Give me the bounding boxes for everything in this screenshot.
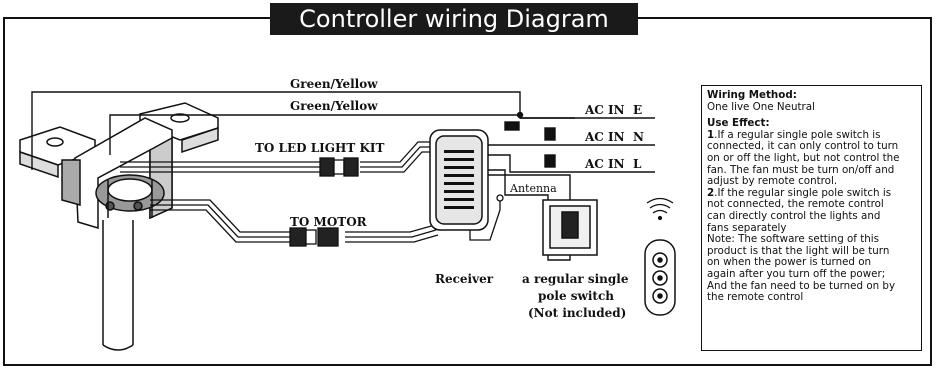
note-line: the remote control	[707, 291, 804, 304]
point-1-line: adjust by remote control.	[707, 175, 838, 188]
ac-input-lines	[485, 117, 655, 261]
switch-label-line2: pole switch	[538, 289, 614, 303]
note-line: Note: The software setting of this	[707, 233, 879, 246]
antenna	[469, 194, 504, 241]
note-line: again after you turn off the power;	[707, 267, 886, 280]
note-line: on when the power is turned on	[707, 256, 872, 269]
point-1: 1.If a regular single pole switch is	[707, 128, 881, 141]
point-2-line: fans separately	[707, 221, 787, 234]
wiring-method-text: One live One Neutral	[707, 100, 815, 113]
use-effect-heading: Use Effect:	[707, 117, 770, 130]
point-1-line: on or off the light, but not control the	[707, 151, 900, 164]
remote-control	[644, 239, 676, 316]
point-2-line: can directly control the lights and	[707, 209, 881, 222]
switch-label-line3: (Not included)	[528, 306, 626, 320]
point-2: 2.If the regular single pole switch is	[707, 186, 892, 199]
switch-label-line1: a regular single	[522, 272, 629, 286]
signal-icon	[646, 197, 674, 221]
fan-downrod	[102, 220, 134, 351]
ceiling-bracket	[19, 102, 219, 230]
note-line: product is that the light will be turn	[707, 244, 890, 257]
point-1-line: connected, it can only control to turn	[707, 140, 899, 153]
info-panel: Wiring Method: One live One Neutral Use …	[701, 85, 922, 351]
led-kit-label: TO LED LIGHT KIT	[255, 141, 385, 155]
point-2-line: not connected, the remote control	[707, 198, 884, 211]
wall-switch	[542, 199, 598, 256]
wiring-method-heading: Wiring Method:	[707, 89, 797, 101]
motor-label: TO MOTOR	[290, 215, 368, 229]
ac-in-e-label: AC IN E	[584, 103, 642, 117]
ac-in-n-label: AC IN N	[584, 130, 644, 144]
motor-wires	[150, 199, 439, 247]
receiver	[429, 129, 489, 231]
ground-wire-label-1: Green/Yellow	[290, 77, 378, 91]
ground-wire-label-2: Green/Yellow	[290, 99, 378, 113]
antenna-label: Antenna	[509, 182, 557, 195]
note-line: And the fan need to be turned on by	[707, 279, 896, 292]
point-1-line: fan. The fan must be turn on/off and	[707, 163, 895, 176]
receiver-label: Receiver	[435, 272, 494, 286]
ac-in-l-label: AC IN L	[584, 157, 642, 171]
diagram-title: Controller wiring Diagram	[270, 3, 638, 35]
